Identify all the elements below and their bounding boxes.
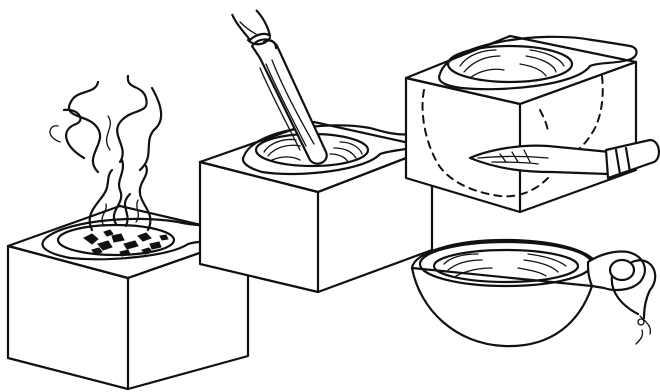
cup-striations xyxy=(444,254,566,276)
smoke-icon xyxy=(50,76,161,230)
grinding-block xyxy=(200,10,432,292)
carving-block xyxy=(406,36,659,212)
carved-bowl-striations xyxy=(460,50,564,78)
cup-icon xyxy=(412,240,655,346)
